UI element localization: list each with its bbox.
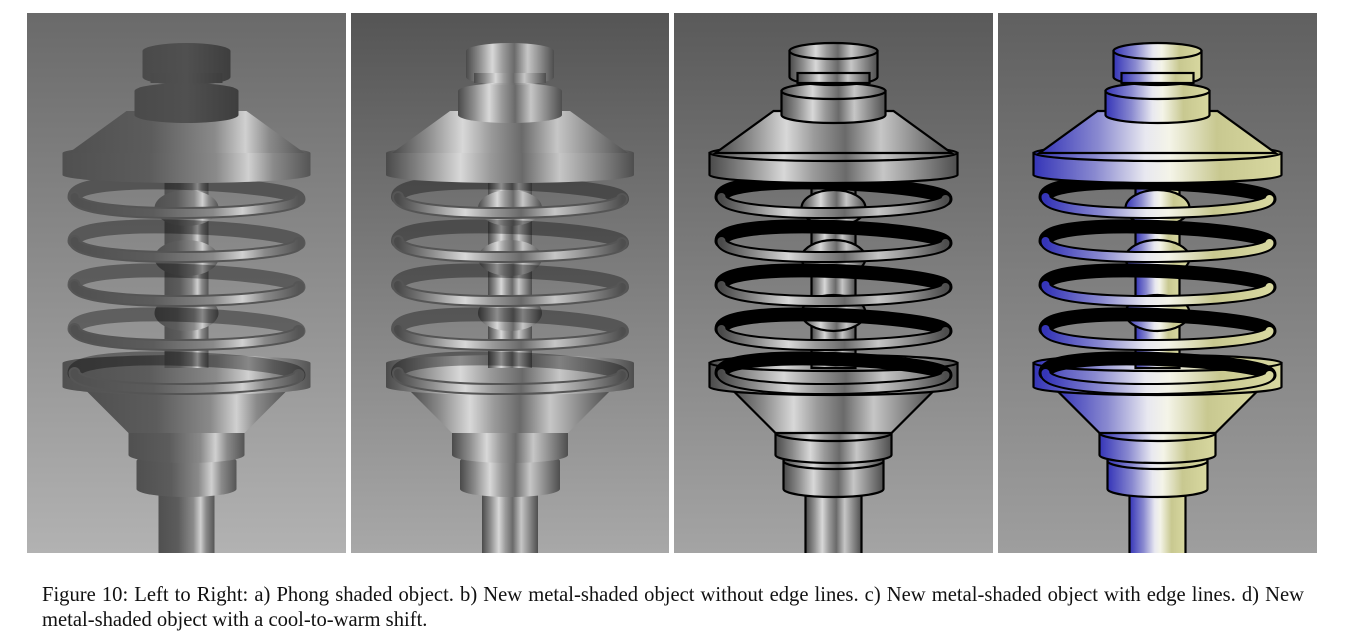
spring-coil-front <box>70 193 303 218</box>
spring-coil-back <box>1038 263 1277 294</box>
top-neck <box>474 73 546 83</box>
lower-ring-side <box>136 461 237 497</box>
lower-cone <box>410 391 610 433</box>
spring-coil-front <box>394 237 626 262</box>
spring-coil-front <box>70 281 303 306</box>
spring-coil-front <box>1041 193 1274 218</box>
spring-coil-back <box>391 175 629 206</box>
upper-collar-side <box>134 91 239 123</box>
spring-coil-back <box>714 263 953 294</box>
spring-coil-front <box>1041 369 1274 394</box>
spring-coil-back <box>67 263 306 294</box>
spring-coil-back <box>391 263 629 294</box>
lower-ring-side <box>460 461 560 497</box>
spring-coil-front <box>394 281 626 306</box>
top-cap-top <box>466 43 554 59</box>
spring-coil-back <box>67 351 306 382</box>
spring-coil-front <box>717 237 950 262</box>
lower-ring-side <box>1106 459 1209 499</box>
upper-flange-side <box>386 153 634 183</box>
spring-coil-back <box>714 219 953 250</box>
shaded-object <box>708 41 959 553</box>
shaded-object <box>386 43 634 553</box>
spring-coil-back <box>67 219 306 250</box>
panel-d-cool-to-warm <box>998 13 1317 553</box>
spring-coil-front <box>717 369 950 394</box>
spring-coil-front <box>1041 237 1274 262</box>
spring-coil-back <box>391 219 629 250</box>
spring-coil-back <box>67 175 306 206</box>
lower-ring-side <box>782 459 885 499</box>
upper-cone <box>68 111 305 153</box>
spring-coil-front <box>70 325 303 350</box>
top-neck <box>1120 71 1195 85</box>
lower-collar-side <box>452 433 568 463</box>
shaded-object <box>1032 41 1283 553</box>
shaded-object <box>62 43 311 553</box>
spring-coil-front <box>70 237 303 262</box>
spring-coil-front <box>1041 325 1274 350</box>
upper-collar-top <box>134 83 239 99</box>
spring-coil-back <box>1038 307 1277 338</box>
top-neck <box>796 71 871 85</box>
panel-c-metal-edge-lines <box>674 13 993 553</box>
panel-b-metal-shaded <box>351 13 669 553</box>
spring-coil-front <box>394 193 626 218</box>
top-cap-top <box>788 41 879 61</box>
spring-coil-back <box>1038 351 1277 382</box>
spring-coil-back <box>67 307 306 338</box>
upper-collar-side <box>458 91 562 123</box>
spring-coil-front <box>717 193 950 218</box>
top-cap-top <box>1112 41 1203 61</box>
spring-coil-front <box>717 325 950 350</box>
spring-coil-back <box>714 351 953 382</box>
spring-coil-back <box>714 307 953 338</box>
upper-collar-top <box>458 83 562 99</box>
spring-coil-front <box>1041 281 1274 306</box>
upper-cone <box>392 111 628 153</box>
spring-coil-back <box>1038 219 1277 250</box>
upper-flange-side <box>62 153 311 183</box>
spring-coil-front <box>394 369 626 394</box>
lower-collar-side <box>128 433 245 463</box>
panel-a-phong-shaded <box>27 13 346 553</box>
figure-caption: Figure 10: Left to Right: a) Phong shade… <box>42 584 1304 631</box>
spring-coil-front <box>394 325 626 350</box>
spring-coil-back <box>391 307 629 338</box>
spring-coil-front <box>70 369 303 394</box>
spring-coil-front <box>717 281 950 306</box>
lower-cone <box>86 391 287 433</box>
spring-coil-back <box>391 351 629 382</box>
top-neck <box>150 73 223 83</box>
top-cap-top <box>142 43 231 59</box>
